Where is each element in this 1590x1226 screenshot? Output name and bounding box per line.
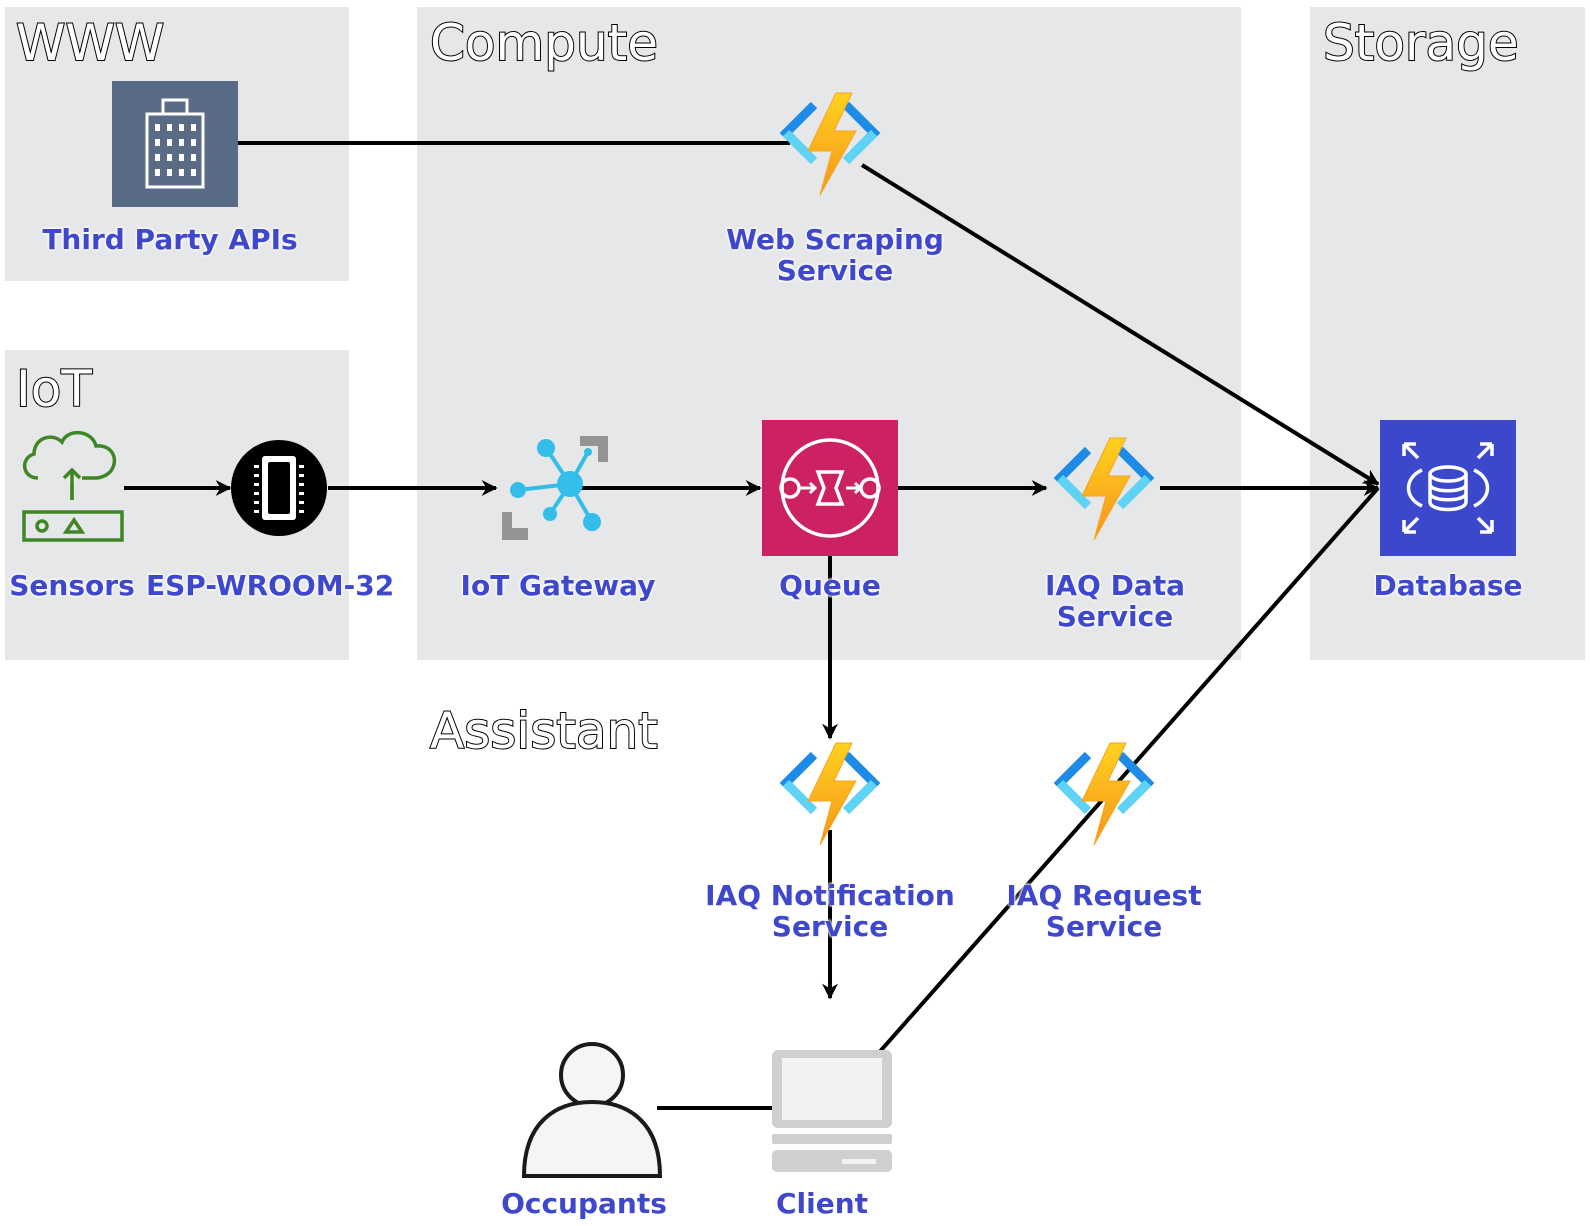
- label-line: Service: [1056, 600, 1174, 633]
- group-title-iot: IoT: [15, 360, 93, 418]
- queue-icon: [762, 420, 898, 556]
- label-line: Service: [771, 910, 889, 943]
- label-iot-gateway: IoT Gateway: [460, 569, 656, 602]
- user-icon: [521, 1042, 663, 1178]
- label-iaq-request-service: IAQ Request Service: [984, 880, 1224, 942]
- label-line: Service: [1045, 910, 1163, 943]
- group-title-www: WWW: [15, 14, 165, 72]
- label-line: Web Scraping: [726, 223, 944, 256]
- database-icon: [1380, 420, 1516, 556]
- group-title-storage: Storage: [1322, 14, 1520, 72]
- label-line: IAQ Data: [1044, 569, 1186, 602]
- label-line: Service: [776, 254, 894, 287]
- group-title-assistant: Assistant: [429, 702, 659, 760]
- edge-webscraping-to-database: [860, 163, 1380, 486]
- label-queue: Queue: [779, 569, 881, 602]
- computer-icon: [772, 1050, 892, 1172]
- label-occupants: Occupants: [501, 1187, 667, 1220]
- group-title-compute: Compute: [429, 14, 659, 72]
- label-sensors: Sensors: [9, 569, 135, 602]
- cloud-upload-device-icon: [22, 431, 124, 542]
- label-web-scraping-service: Web Scraping Service: [700, 224, 970, 286]
- chip-icon: [231, 440, 327, 536]
- label-esp: ESP-WROOM-32: [146, 569, 395, 602]
- azure-function-icon: [786, 743, 874, 845]
- label-line: IAQ Request: [1006, 879, 1202, 912]
- azure-function-icon: [1060, 438, 1148, 540]
- label-client: Client: [775, 1187, 869, 1220]
- azure-function-icon: [786, 93, 874, 195]
- building-icon: [112, 81, 238, 207]
- label-iaq-data-service: IAQ Data Service: [1000, 570, 1230, 632]
- iot-hub-icon: [502, 436, 608, 540]
- label-database: Database: [1373, 569, 1523, 602]
- azure-function-icon: [1060, 743, 1148, 845]
- label-third-party-apis: Third Party APIs: [42, 223, 298, 256]
- label-line: IAQ Notification: [705, 879, 955, 912]
- label-iaq-notification-service: IAQ Notification Service: [680, 880, 980, 942]
